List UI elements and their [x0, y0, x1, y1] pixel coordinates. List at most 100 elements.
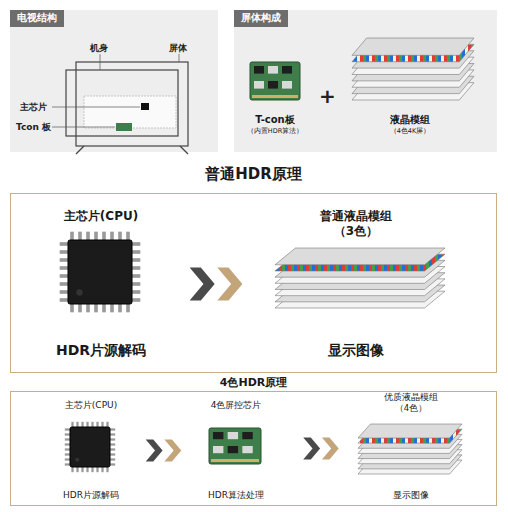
chip-pin [110, 448, 115, 450]
chip-pin [60, 266, 68, 270]
lcd-layer [352, 38, 474, 55]
chip-pin [60, 250, 68, 254]
chip-drawing [65, 422, 115, 472]
leader-line [52, 54, 179, 127]
chip-pin [118, 304, 122, 312]
lcd-layer [358, 424, 462, 438]
pcb-component [282, 66, 292, 74]
pcb-connector [252, 95, 298, 98]
stage-column: 主芯片(CPU)HDR片源解码 [41, 209, 161, 359]
chip-pin [86, 304, 90, 312]
chip-pin [60, 274, 68, 278]
chip-pin [81, 422, 83, 427]
chip-pin [132, 290, 140, 294]
chip-pin [91, 422, 93, 427]
chip-pin [96, 467, 98, 472]
chip-pin [60, 298, 68, 302]
node-heading: 普通HDR原理 [11, 165, 496, 184]
chip-pin [132, 274, 140, 278]
stage-column: 4色屏控芯片HDR算法处理 [186, 400, 286, 501]
stage-column: 优质液晶模组 （4色） 显示图像 [356, 392, 466, 501]
chip-pin [110, 304, 114, 312]
section-box: 4色HDR原理主芯片(CPU)HDR片源解码4色屏控芯片HDR算法处理优质液晶模… [10, 391, 497, 506]
chip-mark [76, 289, 82, 295]
pcb-component [228, 432, 238, 439]
pcb-component [282, 81, 292, 89]
chip-pin [60, 290, 68, 294]
chip-pin [76, 467, 78, 472]
pcb-component [213, 446, 223, 453]
part-label: 屏体 [169, 42, 187, 55]
chip-body [70, 427, 110, 467]
chip-pin [65, 453, 70, 455]
chip-pin [71, 422, 73, 427]
panel: 屏体构成 T-con板（内置HDR算法） 液晶模组（4色4K屏） [234, 10, 497, 152]
chip-pin [81, 467, 83, 472]
chip-pin [110, 428, 115, 430]
chip-pin [110, 232, 114, 240]
node-heading: 普通液晶模组 （3色） [316, 209, 396, 239]
chevron-arrow [303, 437, 320, 459]
part-label: Tcon 板 [16, 121, 51, 134]
pcb-board [250, 62, 300, 100]
chip-pin [65, 448, 70, 450]
pcb-drawing [250, 62, 300, 100]
chip-pin [96, 422, 98, 427]
panel-ground [10, 10, 218, 152]
stage-column: 普通液晶模组 （3色） 显示图像 [271, 209, 441, 359]
section-box: 普通HDR原理主芯片(CPU)HDR片源解码普通液晶模组 （3色）显示图像 [10, 193, 497, 373]
part-caption: 液晶模组（4色4K屏） [340, 110, 480, 146]
chip-pin [110, 458, 115, 460]
node-heading: 主芯片(CPU) [64, 209, 138, 224]
plus-sign: + [319, 84, 336, 108]
chip-pin [65, 463, 70, 465]
chip-pin [86, 467, 88, 472]
node-text: 显示图像 [393, 490, 429, 501]
pcb-component [254, 66, 264, 74]
node-heading: 液晶模组 [340, 114, 480, 127]
chip-pin [132, 282, 140, 286]
chevron-arrow [217, 268, 242, 301]
chip-pin [91, 467, 93, 472]
chip-pin [65, 443, 70, 445]
node-heading: 屏体构成 [234, 10, 288, 27]
chip-pin [70, 232, 74, 240]
node-heading: 优质液晶模组 （4色） [381, 392, 441, 413]
part-label: 主芯片 [20, 101, 47, 114]
lcd-module-drawing [352, 38, 474, 100]
chip-pin [70, 304, 74, 312]
lcd-layer [275, 248, 445, 265]
chip-pin [71, 467, 73, 472]
chip-pin [118, 232, 122, 240]
chip-pin [110, 463, 115, 465]
node-text: 显示图像 [328, 342, 384, 360]
stage-column: 主芯片(CPU)HDR片源解码 [41, 400, 141, 501]
chip-pin [94, 304, 98, 312]
chip-drawing [60, 232, 141, 313]
chip-pin [132, 242, 140, 246]
chip-body [68, 240, 132, 304]
chip-pin [110, 438, 115, 440]
flow-connector [190, 268, 243, 301]
panel-ground [234, 10, 497, 152]
chevron-arrow [146, 439, 163, 461]
node-heading: T-con板 [242, 114, 308, 127]
chip-pin [126, 232, 130, 240]
chip-pin [94, 232, 98, 240]
node-text: （4色4K屏） [340, 127, 480, 135]
chip-pin [110, 443, 115, 445]
chip-pin [132, 250, 140, 254]
pcb-component [213, 432, 223, 439]
pcb-component [268, 81, 278, 89]
chip-pin [110, 453, 115, 455]
pcb-component [228, 446, 238, 453]
node-text: （内置HDR算法） [242, 127, 308, 135]
chip-pin [65, 458, 70, 460]
chevron-arrow [190, 268, 215, 301]
chip-pin [106, 467, 108, 472]
chip-pin [102, 304, 106, 312]
chip-pin [76, 422, 78, 427]
pcb-component [242, 432, 252, 439]
chip-pin [132, 266, 140, 270]
chip-pin [102, 232, 106, 240]
